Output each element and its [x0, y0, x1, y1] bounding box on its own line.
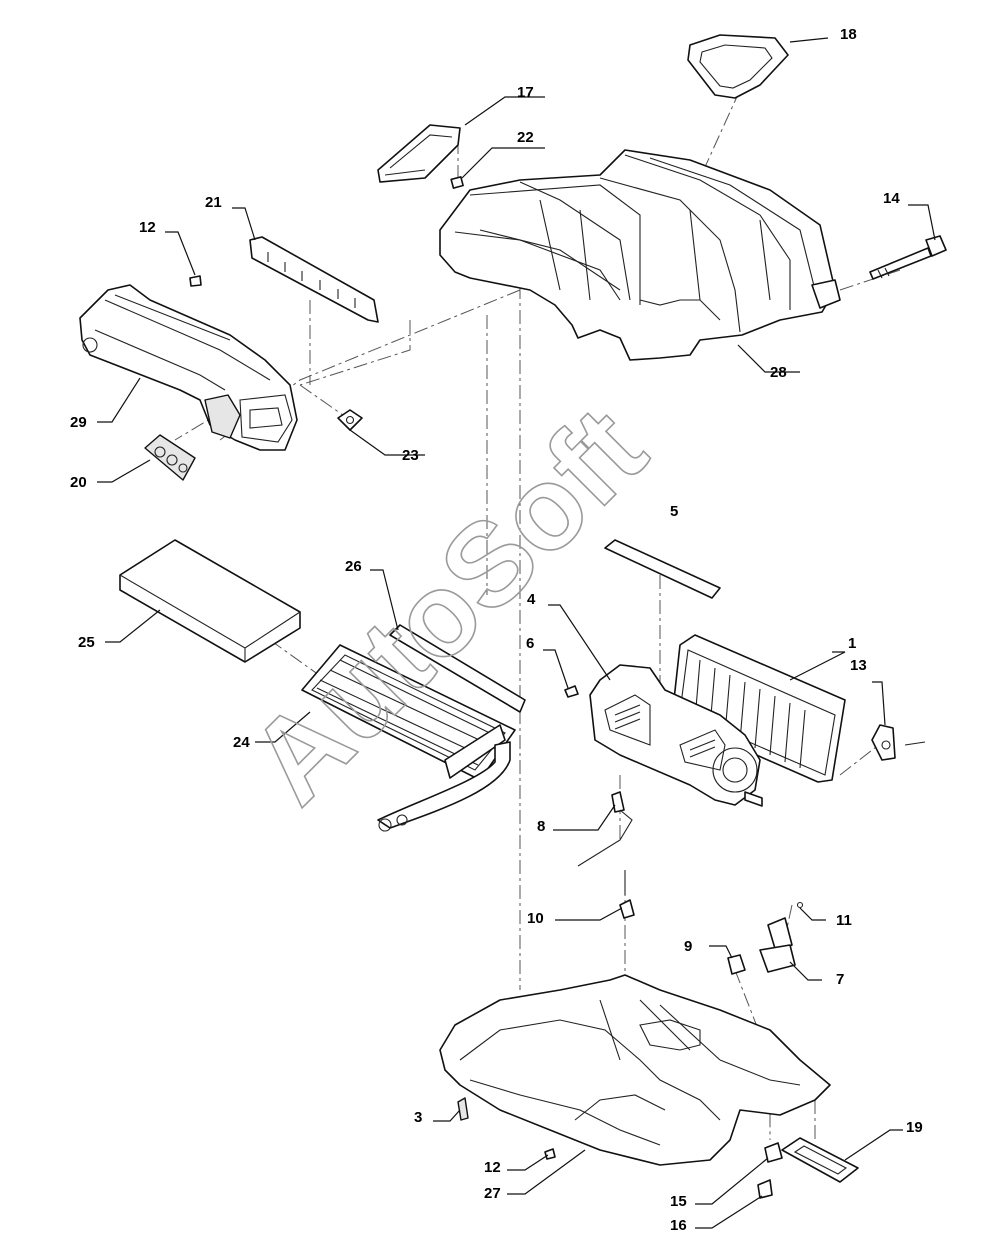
callout-14: 14 [883, 190, 900, 207]
callout-12-lower: 12 [484, 1159, 501, 1176]
callout-22: 22 [517, 129, 534, 146]
callout-21: 21 [205, 194, 222, 211]
lower-housing-27 [439, 974, 831, 1166]
callout-7: 7 [836, 971, 844, 988]
callout-1: 1 [848, 635, 856, 652]
duct-piece-17 [377, 124, 461, 183]
callout-29: 29 [70, 414, 87, 431]
square-nut-23 [337, 409, 363, 431]
callout-15: 15 [670, 1193, 687, 1210]
upper-housing-28 [439, 149, 841, 361]
callout-23: 23 [402, 447, 419, 464]
blower-housing-4 [589, 664, 763, 807]
strip-5 [604, 539, 721, 599]
callout-25: 25 [78, 634, 95, 651]
callout-18: 18 [840, 26, 857, 43]
grommet-15 [764, 1142, 783, 1163]
callout-13: 13 [850, 657, 867, 674]
actuator-motor-7 [759, 901, 804, 973]
callout-3: 3 [414, 1109, 422, 1126]
heater-core-24 [301, 644, 516, 832]
callout-8: 8 [537, 818, 545, 835]
filter-block-25 [119, 539, 301, 663]
plug-16 [757, 1179, 773, 1199]
callout-6: 6 [526, 635, 534, 652]
callout-12-upper: 12 [139, 219, 156, 236]
callout-27: 27 [484, 1185, 501, 1202]
callout-5: 5 [670, 503, 678, 520]
callout-20: 20 [70, 474, 87, 491]
seal-strip-26 [389, 624, 526, 713]
callout-4: 4 [527, 591, 536, 608]
clip-12-lower [544, 1148, 556, 1160]
clip-6 [564, 685, 579, 698]
clip-22 [450, 176, 464, 189]
linkage-rod-8 [577, 791, 633, 867]
clip-12-upper [189, 275, 202, 287]
bracket-21 [249, 236, 379, 323]
connector-9 [727, 954, 746, 975]
callout-26: 26 [345, 558, 362, 575]
clip-3 [457, 1097, 469, 1121]
left-duct-29 [79, 284, 298, 451]
callout-19: 19 [906, 1119, 923, 1136]
callout-24: 24 [233, 734, 250, 751]
bracket-13 [871, 724, 926, 761]
callout-16: 16 [670, 1217, 687, 1234]
callout-17: 17 [517, 84, 534, 101]
callout-labels: 18 17 22 14 21 12 28 29 23 20 5 26 4 25 … [70, 26, 923, 1234]
callout-28: 28 [770, 364, 787, 381]
clip-10 [619, 870, 635, 919]
leader-lines [97, 37, 936, 1229]
callout-11: 11 [836, 912, 852, 929]
seal-frame-19 [781, 1137, 859, 1183]
gasket-18 [687, 34, 789, 99]
control-panel-20 [144, 434, 196, 481]
callout-10: 10 [527, 910, 544, 927]
callout-9: 9 [684, 938, 692, 955]
screw-14 [869, 235, 947, 280]
